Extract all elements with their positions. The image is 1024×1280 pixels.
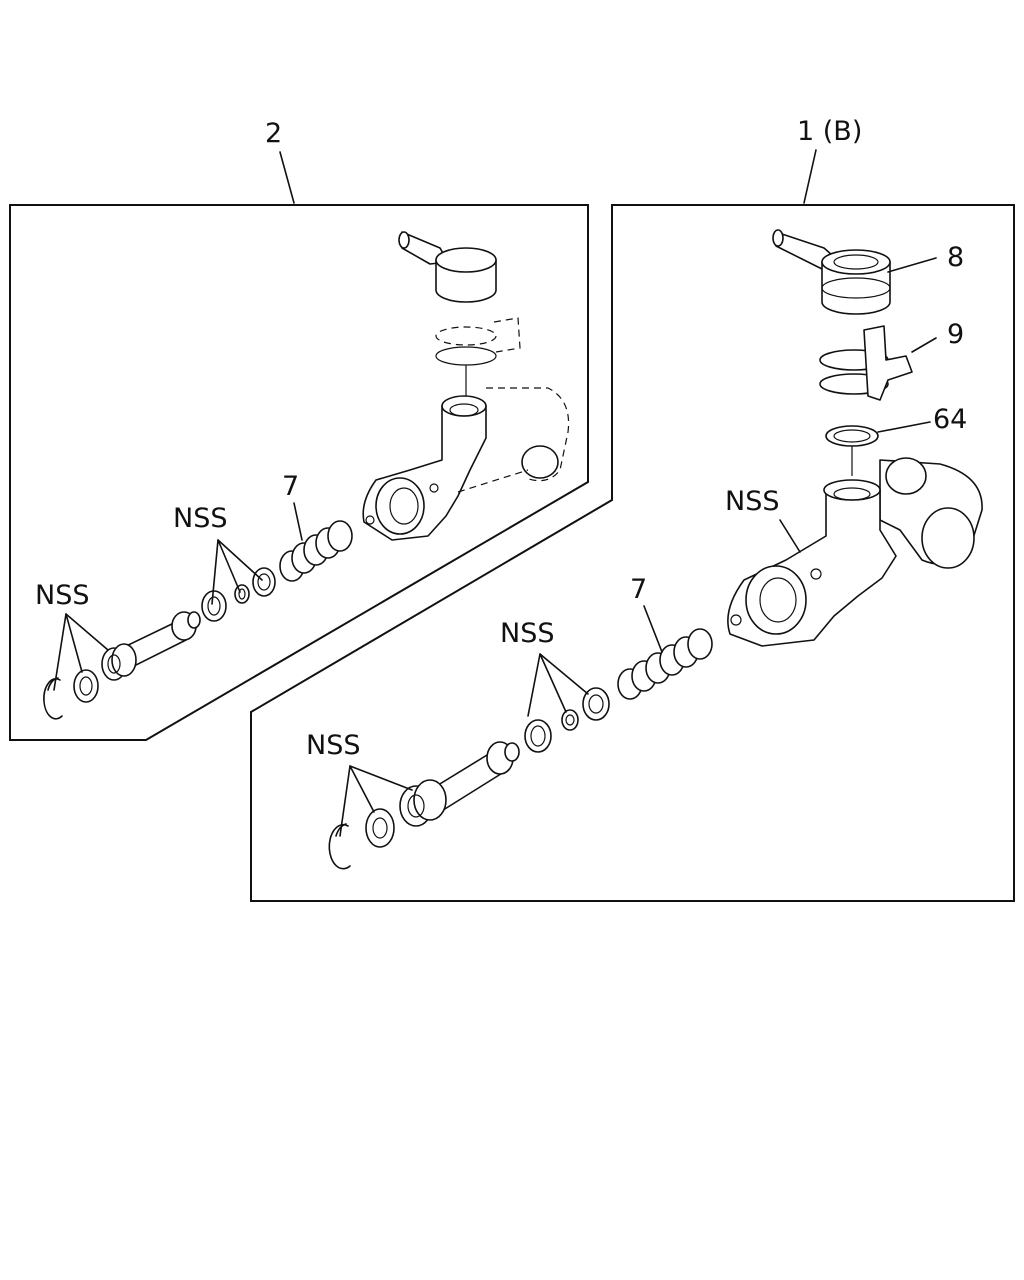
assembly-1-frame (250, 204, 1015, 902)
leader-part-8 (887, 257, 937, 273)
callout-spring-left: 7 (282, 471, 299, 502)
callout-nss-left-mid: NSS (173, 503, 227, 534)
leader-nss-right-end-b (349, 765, 413, 791)
piston-left (101, 611, 201, 681)
leader-nss-right-mid-a (527, 653, 567, 717)
callout-assembly-1: 1 (B) (797, 116, 862, 147)
spring-right (617, 628, 713, 700)
assembly-2-frame (9, 204, 589, 741)
leader-part-64 (877, 421, 931, 433)
assembly-1-parts: 8 9 64 NSS (306, 229, 983, 870)
callout-nss-right-end: NSS (306, 730, 360, 761)
leader-assembly-2 (279, 151, 295, 204)
leader-assembly-1 (803, 149, 817, 204)
callout-nss-body: NSS (725, 486, 779, 517)
seal-set-right (524, 687, 610, 753)
leader-nss-left-end-b (65, 613, 109, 651)
clamp-right (819, 325, 913, 401)
end-seals-left (43, 669, 99, 720)
leader-spring-right (643, 605, 663, 653)
leader-spring-left (293, 502, 303, 541)
reservoir-cap-right (772, 229, 891, 315)
reservoir-cap-left (398, 231, 497, 303)
spring-left (279, 520, 353, 582)
callout-part-64: 64 (933, 404, 967, 435)
leader-nss-right-mid-b (539, 653, 589, 695)
leader-nss-body (779, 519, 801, 553)
callout-part-8: 8 (947, 242, 964, 273)
callout-nss-left-end: NSS (35, 580, 89, 611)
end-seals-right (328, 808, 395, 870)
cylinder-body-right (727, 457, 983, 647)
piston-right (399, 741, 520, 827)
cylinder-body-left (362, 387, 570, 541)
leader-part-9 (911, 337, 937, 353)
callout-spring-right: 7 (630, 574, 647, 605)
callout-part-9: 9 (947, 319, 964, 350)
assembly-2-parts: 7 NSS NSS (35, 231, 570, 720)
clamp-left (435, 317, 521, 400)
callout-assembly-2: 2 (265, 118, 282, 149)
leader-nss-left-mid-b (217, 539, 263, 581)
callout-nss-right-mid: NSS (500, 618, 554, 649)
